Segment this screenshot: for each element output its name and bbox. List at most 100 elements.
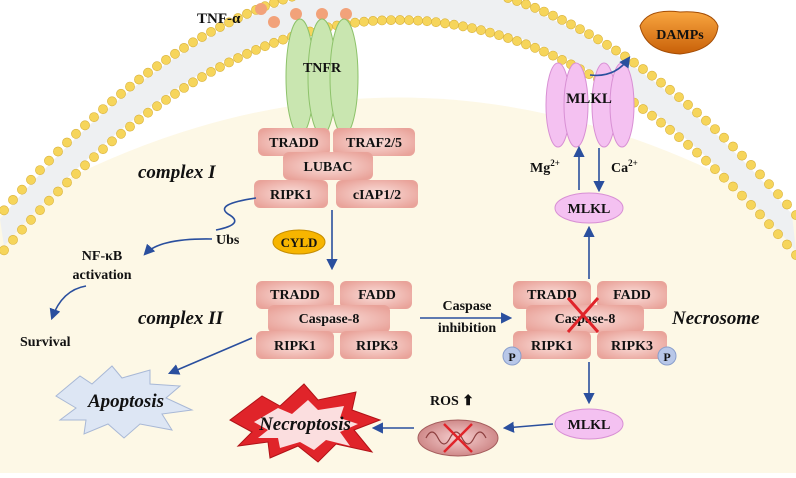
membrane-outer-head [134, 74, 144, 85]
membrane-inner-head [98, 144, 108, 154]
membrane-inner-head [80, 160, 90, 171]
tnfr-receptor [285, 18, 359, 136]
membrane-inner-head [521, 39, 531, 50]
membrane-outer-head [242, 8, 252, 19]
complex-i-traf: TRAF2/5 [346, 136, 402, 151]
membrane-outer-head [701, 115, 711, 126]
cyld-shape [272, 229, 326, 255]
apoptosis-label: Apoptosis [87, 391, 164, 412]
membrane-inner-head [62, 177, 72, 188]
mlkl-lower-oval [554, 408, 624, 440]
membrane-inner-head [242, 48, 252, 59]
membrane-outer-head [512, 0, 522, 6]
membrane-outer-head [647, 70, 657, 81]
membrane-inner-head [737, 190, 747, 201]
ubiquitin-chain [215, 197, 257, 231]
membrane-inner-head [188, 77, 198, 88]
membrane-outer-head [782, 199, 792, 210]
membrane-outer-head [44, 155, 54, 166]
complex-ii-title: complex II [138, 308, 224, 329]
membrane-inner-head [251, 45, 261, 55]
membrane-outer-head [8, 194, 18, 205]
membrane-outer-head [665, 84, 675, 95]
membrane-inner-head [656, 117, 666, 128]
caspase-label: Caspase [442, 299, 491, 314]
membrane-inner-head [791, 250, 796, 260]
membrane-outer-head [206, 26, 216, 37]
necrosome-title: Necrosome [671, 308, 760, 329]
membrane-outer-head [224, 17, 234, 28]
membrane-inner-head [206, 67, 216, 77]
membrane-inner-head [89, 152, 99, 162]
complex-ii-ripk1: RIPK1 [274, 339, 316, 354]
complex-i-tradd: TRADD [269, 136, 319, 151]
membrane-inner-head [584, 69, 594, 79]
ripk1-phospho-label: P [508, 350, 515, 364]
membrane-outer-head [719, 132, 729, 143]
membrane-inner-head [692, 147, 702, 158]
membrane-outer-head [539, 6, 549, 17]
membrane-outer-head [548, 10, 558, 21]
membrane-outer-head [683, 99, 693, 110]
membrane-outer-head [152, 61, 162, 72]
mlkl-lower-label: MLKL [568, 418, 611, 433]
survival-label: Survival [20, 335, 71, 350]
membrane-inner-head [395, 15, 405, 25]
membrane-inner-head [215, 62, 225, 72]
membrane-outer-head [530, 2, 540, 13]
mg-ion-label: Mg2+ [530, 158, 560, 176]
tnf-alpha-molecules [255, 3, 352, 28]
membrane-inner-head [197, 72, 207, 82]
membrane-outer-head [503, 0, 513, 3]
membrane-inner-head [71, 168, 81, 179]
membrane-inner-head [161, 95, 171, 105]
membrane-inner-head [26, 214, 36, 225]
membrane-inner-head [512, 36, 522, 46]
membrane-outer-head [71, 128, 81, 139]
membrane-inner-head [269, 37, 279, 48]
complex-i-title: complex I [138, 162, 216, 183]
membrane-inner-head [719, 172, 729, 183]
membrane-outer-head [584, 29, 594, 39]
membrane-inner-head [233, 53, 243, 63]
membrane-outer-head [188, 37, 198, 48]
membrane-outer-head [746, 159, 756, 170]
membrane-outer-head [755, 169, 765, 180]
membrane-inner-head [170, 88, 180, 99]
membrane-inner-head [530, 42, 540, 53]
membrane-outer-head [125, 81, 135, 92]
complex-i-lubac: LUBAC [303, 160, 352, 175]
mlkl-cytosolic-oval [554, 192, 624, 224]
membrane-outer-head [143, 67, 153, 78]
membrane-inner-head [386, 15, 396, 25]
membrane-inner-head [647, 110, 657, 121]
membrane-outer-head [674, 92, 684, 102]
complex-ii-to-apoptosis-arrow [167, 337, 253, 375]
cyld-label: CYLD [281, 235, 318, 250]
membrane-outer-head [0, 205, 9, 216]
membrane-outer-head [656, 77, 666, 88]
membrane-inner-head [278, 34, 288, 45]
membrane-outer-head [179, 43, 189, 53]
membrane-inner-head [494, 30, 504, 40]
nfkb-label: NF-κB [82, 249, 122, 264]
membrane-outer-head [89, 112, 99, 122]
ripk1-phospho-icon [502, 346, 522, 366]
tnfr-label: TNFR [303, 61, 342, 76]
damps-label: DAMPs [656, 28, 704, 43]
mlkl-pore-label: MLKL [566, 91, 612, 107]
nfkb-activation-label: activation [72, 268, 131, 283]
membrane-inner-head [422, 16, 432, 27]
membrane-outer-head [728, 141, 738, 152]
membrane-outer-head [233, 13, 243, 23]
membrane-inner-head [638, 104, 648, 114]
membrane-inner-head [413, 15, 423, 26]
membrane-outer-head [638, 64, 648, 74]
mlkl-cytosolic-label: MLKL [568, 202, 611, 217]
ubs-label: Ubs [216, 233, 240, 248]
membrane-inner-head [458, 21, 468, 32]
membrane-inner-head [746, 199, 756, 210]
membrane-outer-head [602, 39, 612, 50]
